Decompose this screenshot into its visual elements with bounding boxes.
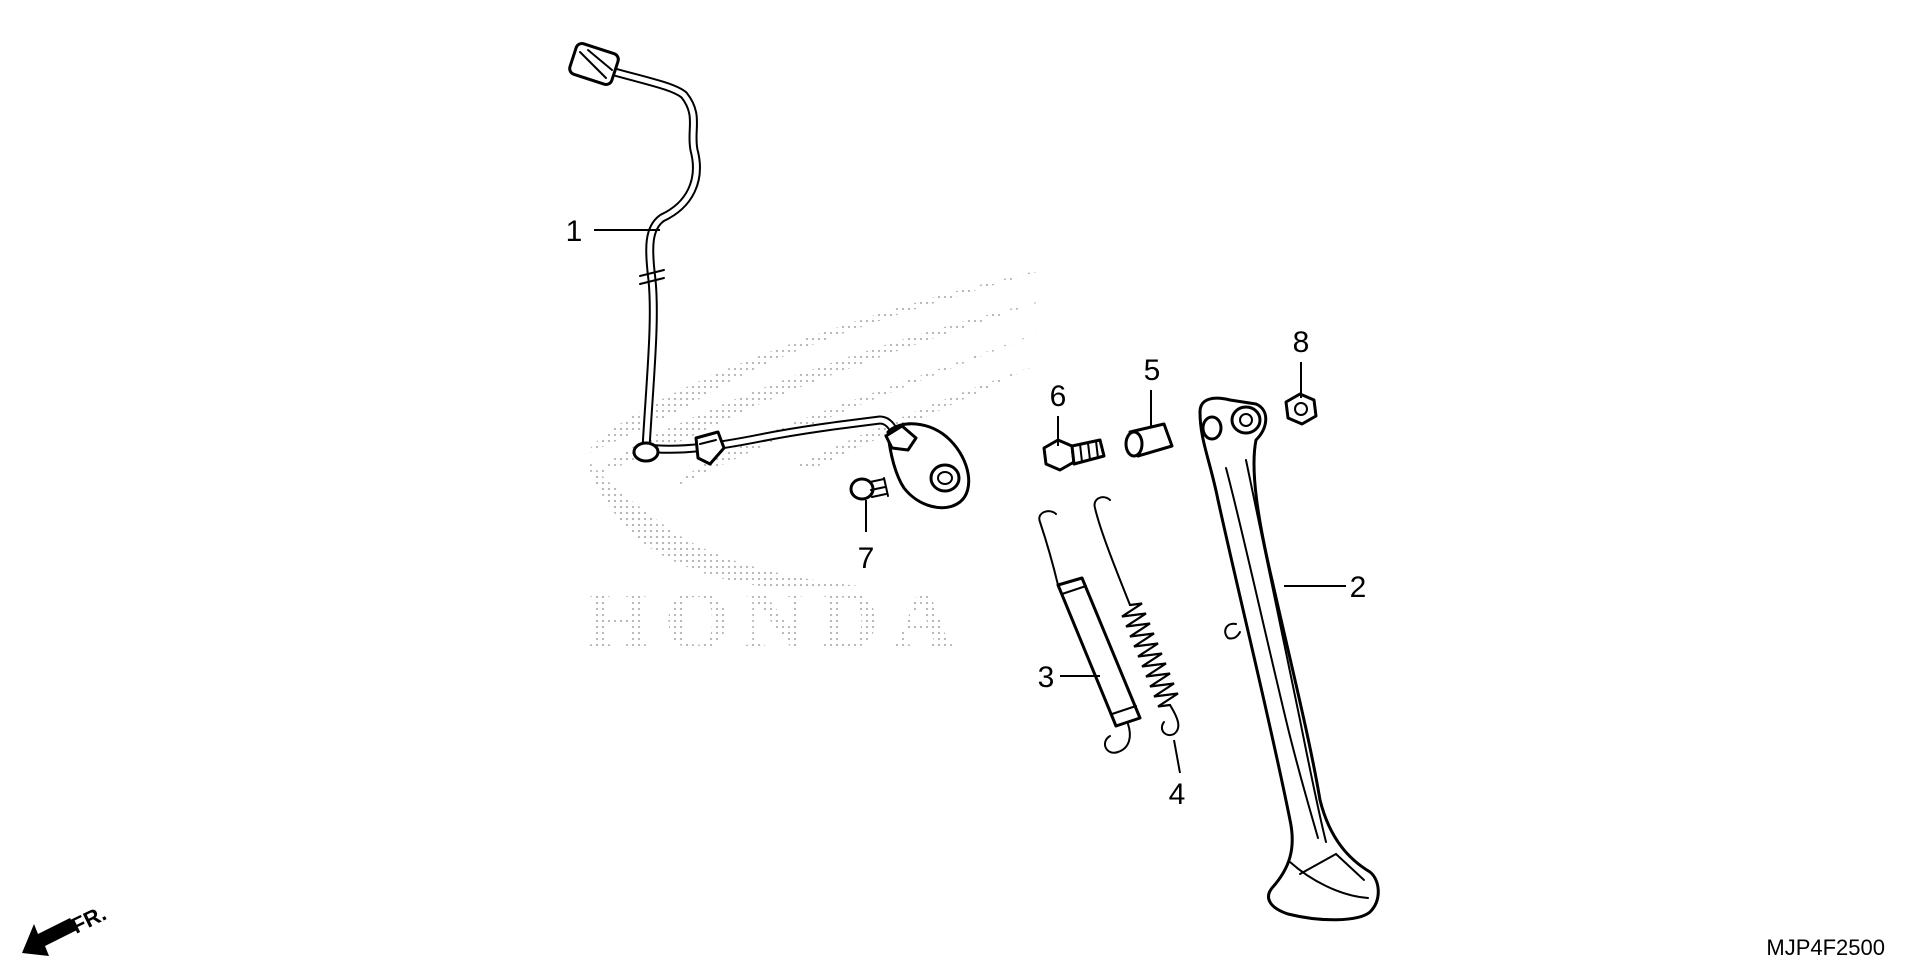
- callout-2: 2: [1350, 571, 1367, 604]
- callout-5: 5: [1144, 354, 1161, 387]
- front-direction-arrow-icon: [22, 918, 77, 956]
- honda-watermark-text: HONDA: [585, 574, 968, 667]
- callout-3: 3: [1038, 661, 1055, 694]
- switch-bolt[interactable]: [849, 477, 889, 501]
- front-direction-label: FR.: [67, 900, 110, 938]
- callout-1: 1: [566, 215, 583, 248]
- outer-spring[interactable]: [1038, 510, 1142, 754]
- inner-spring[interactable]: [1093, 496, 1180, 736]
- collar[interactable]: [1124, 422, 1174, 458]
- pivot-bolt[interactable]: [1042, 438, 1106, 472]
- diagram-code: MJP4F2500: [1766, 935, 1885, 960]
- side-stand[interactable]: [1198, 396, 1380, 922]
- callout-numbers: 1 2 3 4 5 6 7 8: [566, 215, 1367, 811]
- lock-nut[interactable]: [1284, 392, 1318, 426]
- leader-lines: [594, 229, 1346, 774]
- callout-8: 8: [1293, 326, 1310, 359]
- front-direction-indicator: FR.: [22, 900, 110, 956]
- callout-6: 6: [1050, 380, 1067, 413]
- side-stand-switch-harness[interactable]: [568, 42, 971, 510]
- callout-4: 4: [1169, 778, 1186, 811]
- callout-7: 7: [858, 542, 875, 575]
